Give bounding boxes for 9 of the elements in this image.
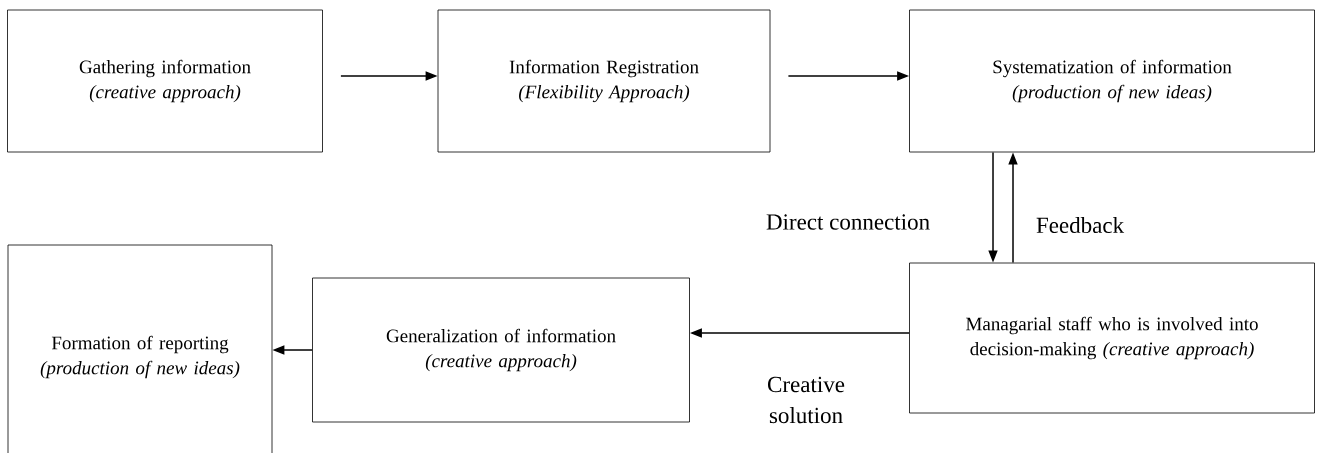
process-box: Gathering information (creative approach): [7, 9, 323, 153]
edge-label: Creative solution: [750, 375, 862, 425]
edge-label: Feedback: [1034, 215, 1126, 235]
edge-label: Direct connection: [764, 213, 932, 231]
process-box: Managarial staff who is involved into decision-making (creative approach): [909, 262, 1315, 414]
process-box: Formation of reporting (production of new ideas): [7, 244, 273, 453]
process-box: Systematization of information (production of new ideas): [909, 9, 1315, 153]
process-box: Information Registration (Flexibility Approach): [437, 9, 771, 153]
process-box: Generalization of information (creative approach): [312, 277, 690, 423]
